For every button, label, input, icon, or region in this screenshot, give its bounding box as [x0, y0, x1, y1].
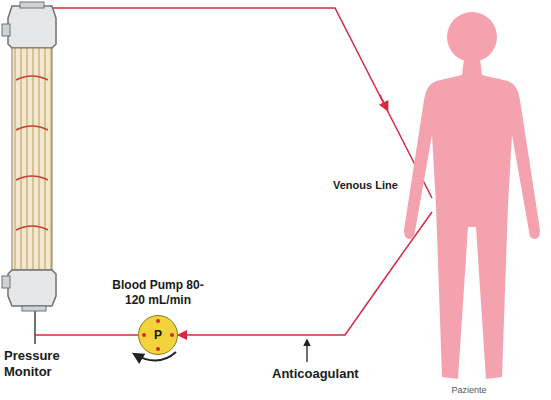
human-silhouette: [390, 5, 548, 395]
anticoagulant-label: Anticoagulant: [272, 366, 359, 382]
roller-dot: [170, 333, 174, 337]
blood-line: [42, 8, 432, 198]
pump-heading: Blood Pump 80-120 mL/min: [106, 278, 210, 308]
body: [404, 59, 540, 379]
blood-pump: Blood Pump 80-120 mL/minP: [138, 315, 178, 355]
patient-caption: Paziente: [390, 385, 548, 395]
dialyzer-cartridge: [2, 2, 56, 311]
head: [447, 12, 497, 62]
blood-line: [35, 334, 138, 336]
pump-letter: P: [139, 316, 177, 354]
patient-figure: Paziente: [390, 5, 548, 395]
blood-line: [178, 271, 390, 335]
line-label: Venous Line: [330, 178, 401, 193]
anticoagulant-arrow: [306, 340, 307, 362]
pressure-line: [34, 306, 36, 344]
roller-dot: [156, 319, 160, 323]
roller-dot: [142, 333, 146, 337]
monitor-label: Pressure Monitor: [4, 348, 80, 379]
flow-arrow: [380, 95, 386, 107]
roller-dot: [156, 347, 160, 351]
